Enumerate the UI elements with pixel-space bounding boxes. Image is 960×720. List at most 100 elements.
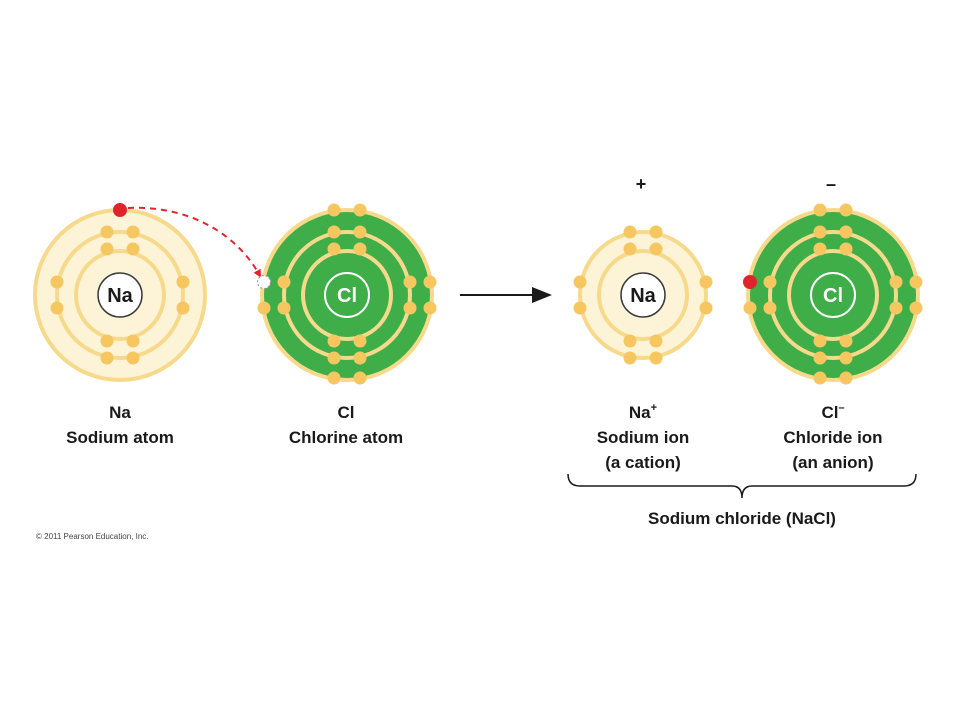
electron bbox=[623, 351, 637, 365]
chloride-ion-symbol: Cl bbox=[823, 285, 843, 307]
electron bbox=[403, 301, 417, 315]
electron bbox=[909, 301, 923, 315]
sodium-atom-symbol: Na bbox=[107, 285, 133, 307]
electron bbox=[623, 225, 637, 239]
sodium-ion-label-line2: Sodium ion bbox=[597, 428, 690, 447]
chlorine-atom-symbol: Cl bbox=[337, 285, 357, 307]
electron bbox=[813, 242, 827, 256]
chloride-ion: Cl – bbox=[743, 174, 923, 385]
electron bbox=[126, 225, 140, 239]
electron bbox=[327, 371, 341, 385]
electron bbox=[909, 275, 923, 289]
electron bbox=[889, 301, 903, 315]
electron bbox=[813, 351, 827, 365]
electron bbox=[327, 242, 341, 256]
electron bbox=[889, 275, 903, 289]
electron bbox=[327, 225, 341, 239]
sodium-ion-charge: + bbox=[636, 174, 647, 194]
electron bbox=[353, 225, 367, 239]
transferred-electron bbox=[113, 203, 127, 217]
sodium-ion-formula: Na bbox=[629, 403, 651, 422]
electron bbox=[100, 225, 114, 239]
electron bbox=[423, 275, 437, 289]
chlorine-atom: Cl bbox=[256, 203, 437, 385]
electron bbox=[257, 301, 271, 315]
electron bbox=[573, 275, 587, 289]
sodium-ion-nucleus bbox=[620, 272, 666, 318]
electron bbox=[699, 301, 713, 315]
chlorine-atom-inner-shell bbox=[301, 249, 393, 341]
sodium-ion-label-line3: (a cation) bbox=[605, 453, 681, 472]
electron bbox=[353, 371, 367, 385]
electron bbox=[277, 275, 291, 289]
compound-label: Sodium chloride (NaCl) bbox=[648, 509, 836, 528]
sodium-atom: Na bbox=[33, 203, 207, 382]
electron bbox=[813, 225, 827, 239]
electron bbox=[353, 351, 367, 365]
chloride-ion-label-line2: Chloride ion bbox=[783, 428, 882, 447]
gained-electron bbox=[743, 275, 757, 289]
sodium-ion-superscript: + bbox=[651, 402, 657, 414]
electron bbox=[126, 351, 140, 365]
electron bbox=[100, 242, 114, 256]
vacant-electron-slot bbox=[256, 274, 272, 290]
electron bbox=[126, 242, 140, 256]
electron bbox=[839, 334, 853, 348]
electron bbox=[839, 371, 853, 385]
chloride-ion-label-line3: (an anion) bbox=[792, 453, 873, 472]
sodium-atom-label-line2: Sodium atom bbox=[66, 428, 174, 447]
electron bbox=[50, 275, 64, 289]
electron bbox=[813, 203, 827, 217]
electron bbox=[813, 371, 827, 385]
chlorine-atom-label-line1: Cl bbox=[338, 403, 355, 422]
chloride-ion-inner-shell bbox=[787, 249, 879, 341]
electron bbox=[573, 301, 587, 315]
chloride-ion-formula: Cl bbox=[821, 403, 838, 422]
electron bbox=[100, 351, 114, 365]
electron bbox=[743, 301, 757, 315]
electron bbox=[327, 203, 341, 217]
chloride-ion-charge: – bbox=[826, 174, 836, 194]
electron bbox=[423, 301, 437, 315]
chloride-ion-superscript: – bbox=[838, 402, 844, 414]
reaction-arrow bbox=[460, 287, 552, 303]
sodium-atom-middle-shell bbox=[55, 230, 185, 360]
electron bbox=[327, 351, 341, 365]
electron bbox=[649, 242, 663, 256]
chlorine-atom-nucleus bbox=[324, 272, 370, 318]
electron bbox=[403, 275, 417, 289]
copyright-text: © 2011 Pearson Education, Inc. bbox=[36, 532, 148, 541]
sodium-atom-label-line1: Na bbox=[109, 403, 131, 422]
sodium-ion-symbol: Na bbox=[630, 285, 656, 307]
electron bbox=[839, 351, 853, 365]
electron bbox=[327, 334, 341, 348]
electron bbox=[649, 351, 663, 365]
electron bbox=[176, 301, 190, 315]
sodium-ion: Na + bbox=[573, 174, 713, 365]
electron bbox=[699, 275, 713, 289]
chlorine-atom-middle-shell bbox=[282, 230, 412, 360]
chloride-ion-label-line1: Cl– bbox=[821, 402, 844, 422]
electron bbox=[839, 242, 853, 256]
sodium-ion-label-line1: Na+ bbox=[629, 402, 657, 422]
electron bbox=[649, 225, 663, 239]
electron bbox=[623, 334, 637, 348]
chloride-ion-middle-shell bbox=[768, 230, 898, 360]
electron bbox=[353, 334, 367, 348]
chlorine-atom-label-line2: Chlorine atom bbox=[289, 428, 403, 447]
electron bbox=[50, 301, 64, 315]
electron bbox=[839, 225, 853, 239]
electron bbox=[763, 275, 777, 289]
chloride-ion-nucleus bbox=[810, 272, 856, 318]
electron bbox=[763, 301, 777, 315]
sodium-ion-inner-shell bbox=[597, 249, 689, 341]
electron bbox=[126, 334, 140, 348]
electron bbox=[353, 242, 367, 256]
compound-brace bbox=[567, 473, 917, 499]
electron bbox=[277, 301, 291, 315]
electron bbox=[839, 203, 853, 217]
electron bbox=[176, 275, 190, 289]
electron bbox=[623, 242, 637, 256]
sodium-atom-nucleus bbox=[97, 272, 143, 318]
